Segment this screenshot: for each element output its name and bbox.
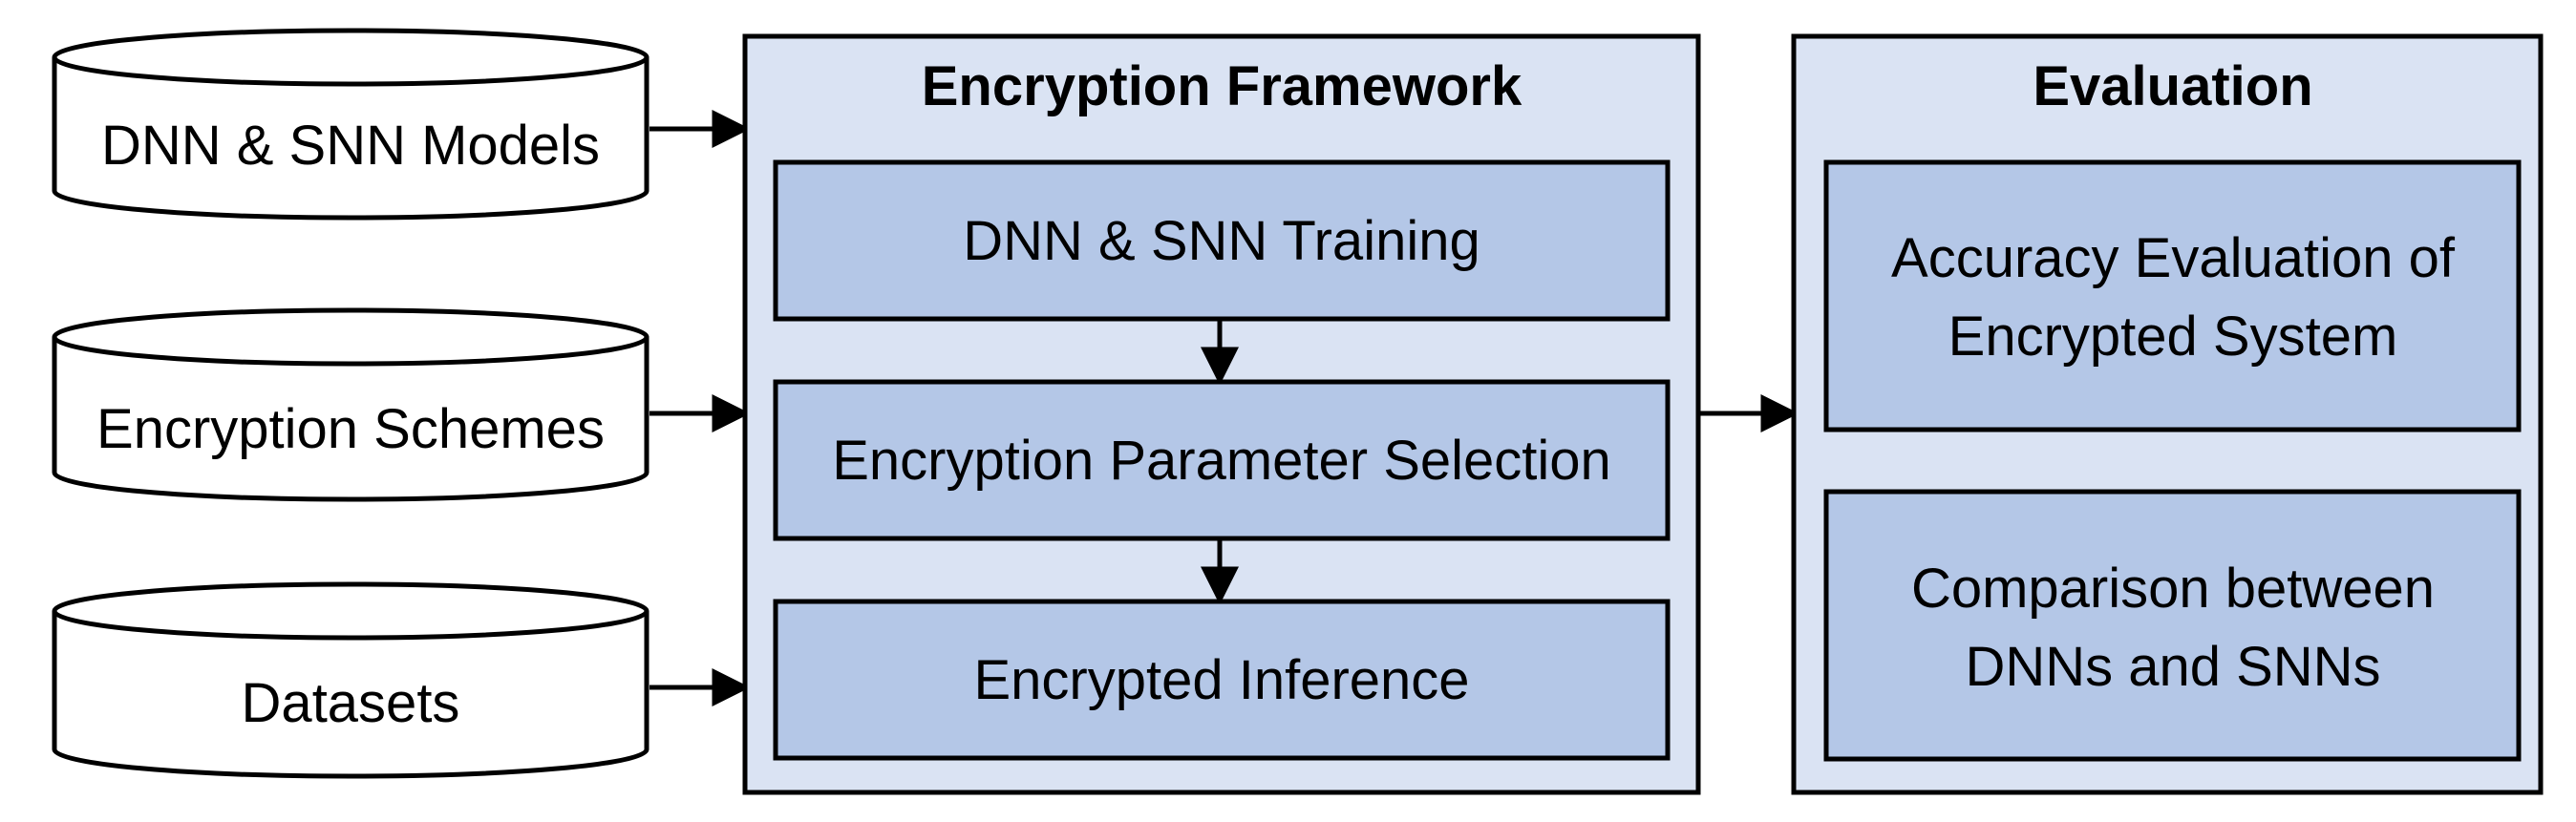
input-label-datasets: Datasets [242, 672, 460, 734]
input-cylinder-models: DNN & SNN Models [52, 28, 649, 221]
input-cylinder-schemes: Encryption Schemes [52, 307, 649, 502]
framework-step-encrypted-inference-label: Encrypted Inference [973, 649, 1469, 711]
evaluation-item-accuracy-line-1: Accuracy Evaluation of [1891, 227, 2456, 289]
evaluation-item-comparison [1823, 489, 2522, 762]
cylinder-body [52, 611, 649, 779]
evaluation-item-comparison-line-1: Comparison between [1911, 558, 2435, 620]
input-cylinder-datasets: Datasets [52, 581, 649, 779]
cylinder-top [52, 581, 649, 641]
cylinder-body [52, 337, 649, 502]
framework-title: Encryption Framework [922, 55, 1522, 117]
evaluation-title: Evaluation [2033, 55, 2312, 117]
framework-step-parameter-selection-label: Encryption Parameter Selection [832, 430, 1611, 492]
encryption-framework-panel: Encryption Framework DNN & SNN Training … [742, 33, 1701, 795]
framework-step-training-label: DNN & SNN Training [963, 210, 1480, 272]
cylinder-top [52, 307, 649, 367]
framework-step-training [773, 159, 1671, 322]
evaluation-item-comparison-line-2: DNNs and SNNs [1965, 636, 2380, 698]
evaluation-item-accuracy-line-2: Encrypted System [1948, 306, 2398, 368]
input-label-schemes: Encryption Schemes [96, 398, 605, 460]
evaluation-item-accuracy [1823, 159, 2522, 432]
input-label-models: DNN & SNN Models [101, 115, 600, 177]
cylinder-body [52, 57, 649, 221]
framework-step-parameter-selection [773, 379, 1671, 541]
framework-step-encrypted-inference [773, 599, 1671, 761]
evaluation-panel: Evaluation Accuracy Evaluation of Encryp… [1791, 33, 2544, 795]
cylinder-top [52, 28, 649, 87]
